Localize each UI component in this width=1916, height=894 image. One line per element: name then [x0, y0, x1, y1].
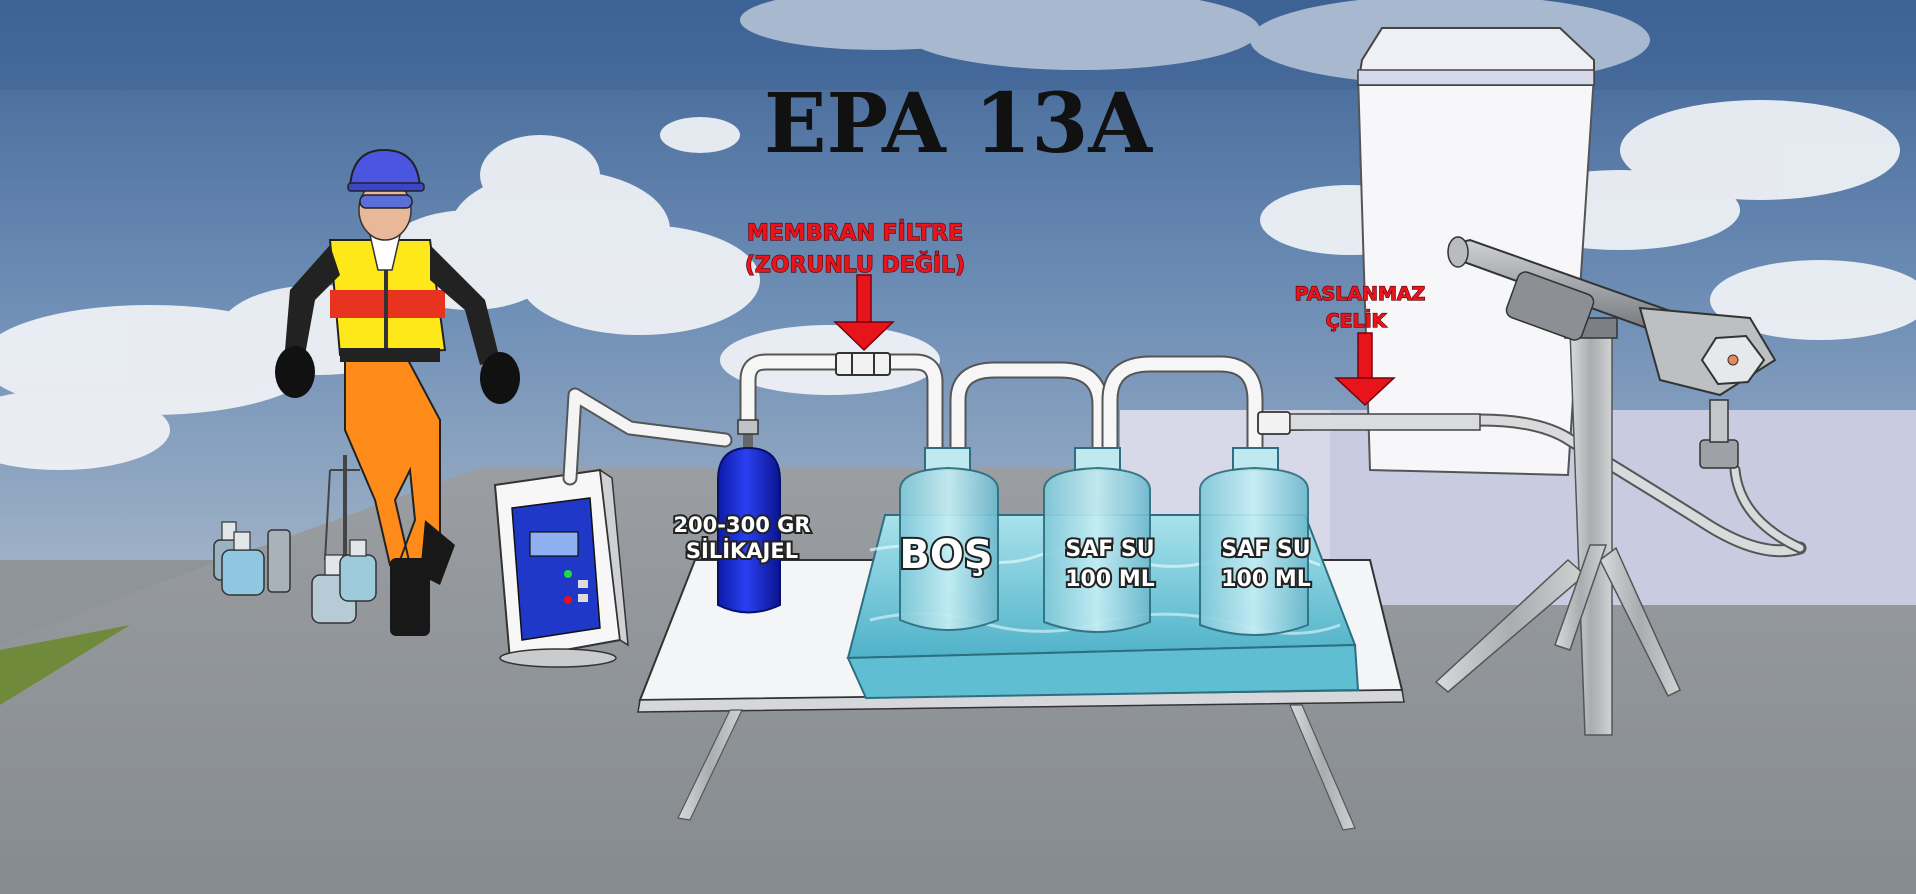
empty-bottle-label: BOŞ — [899, 532, 992, 578]
membrane-filter-holder — [835, 352, 891, 376]
clouds — [0, 0, 1916, 470]
water-bottle-1-volume: 100 ML — [1065, 567, 1155, 592]
diagram-title: EPA 13A — [764, 76, 1153, 172]
tripod-stand — [1434, 317, 1681, 736]
pump-unit — [493, 468, 629, 668]
steel-label-2: ÇELİK — [1326, 308, 1388, 332]
impinger-bottle-empty — [899, 447, 999, 631]
silica-gel-amount-label: 200-300 GR — [673, 513, 810, 537]
worker-figure — [275, 148, 520, 636]
silica-gel-label: SİLİKAJEL — [686, 538, 798, 563]
membrane-filter-label: MEMBRAN FİLTRE — [747, 220, 963, 246]
lab-bottles — [213, 455, 377, 624]
sky-background — [0, 0, 1916, 560]
sample-line-tubing — [562, 353, 1807, 558]
membrane-filter-arrow — [833, 274, 895, 352]
water-bottle-1-label: SAF SU — [1065, 537, 1154, 562]
bottle-labels: 200-300 GR SİLİKAJEL BOŞ SAF SU 100 ML S… — [671, 511, 1312, 594]
stainless-steel-connector — [1257, 411, 1481, 435]
water-bottle-2-volume: 100 ML — [1221, 567, 1311, 592]
stack-chimney — [1356, 27, 1596, 477]
membrane-filter-note: (ZORUNLU DEĞİL) — [745, 252, 965, 278]
impinger-bottle-water-2 — [1199, 447, 1309, 636]
probe-sampling — [1447, 236, 1777, 469]
silica-gel-cylinder — [717, 419, 781, 614]
water-bottle-2-label: SAF SU — [1221, 537, 1310, 562]
steel-label: PASLANMAZ — [1295, 283, 1426, 305]
steel-arrow — [1334, 332, 1396, 407]
annotation-labels: MEMBRAN FİLTRE (ZORUNLU DEĞİL) PASLANMAZ… — [744, 219, 1426, 332]
impinger-bottles — [899, 447, 1309, 636]
impinger-bottle-water-1 — [1043, 447, 1151, 633]
